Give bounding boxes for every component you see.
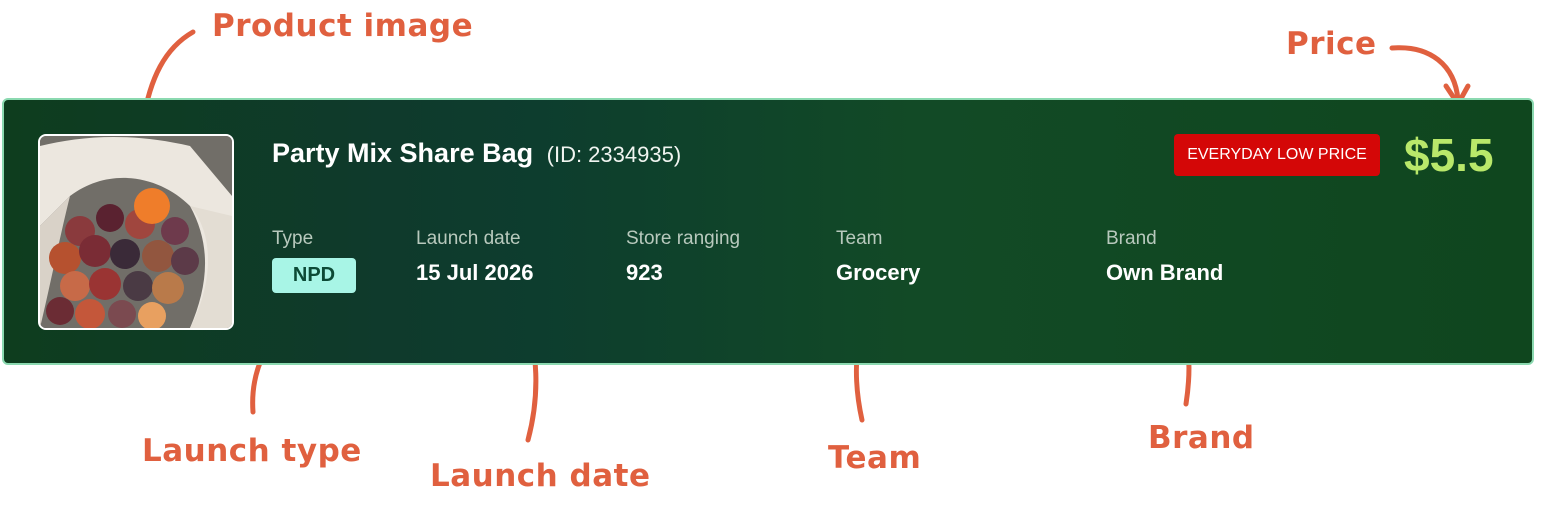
product-title: Party Mix Share Bag (ID: 2334935): [272, 138, 681, 169]
annotation-launch-type: Launch type: [142, 433, 362, 469]
annotation-team: Team: [828, 440, 922, 476]
arrow-price: [1389, 45, 1461, 103]
product-card[interactable]: Party Mix Share Bag (ID: 2334935) EVERYD…: [2, 98, 1534, 365]
brand-value: Own Brand: [1106, 260, 1224, 285]
team-value: Grocery: [836, 260, 921, 285]
brand-label: Brand: [1106, 228, 1157, 249]
team-label: Team: [836, 228, 883, 249]
store-ranging-label: Store ranging: [626, 228, 741, 249]
launch-type-badge: NPD: [272, 258, 356, 293]
annotation-product-image: Product image: [212, 8, 474, 44]
candy-bag-illustration: [40, 136, 232, 328]
product-id: (ID: 2334935): [546, 142, 682, 167]
product-image[interactable]: [38, 134, 234, 330]
promo-badge: EVERYDAY LOW PRICE: [1174, 134, 1380, 176]
store-ranging-value: 923: [626, 260, 663, 285]
annotation-launch-date: Launch date: [430, 458, 651, 494]
launch-date-value: 15 Jul 2026: [416, 260, 534, 285]
product-name: Party Mix Share Bag: [272, 138, 534, 168]
annotation-brand: Brand: [1148, 420, 1255, 456]
price-value: $5.5: [1404, 129, 1494, 181]
type-label: Type: [272, 228, 314, 249]
annotation-price: Price: [1286, 26, 1377, 62]
launch-date-label: Launch date: [416, 228, 521, 249]
